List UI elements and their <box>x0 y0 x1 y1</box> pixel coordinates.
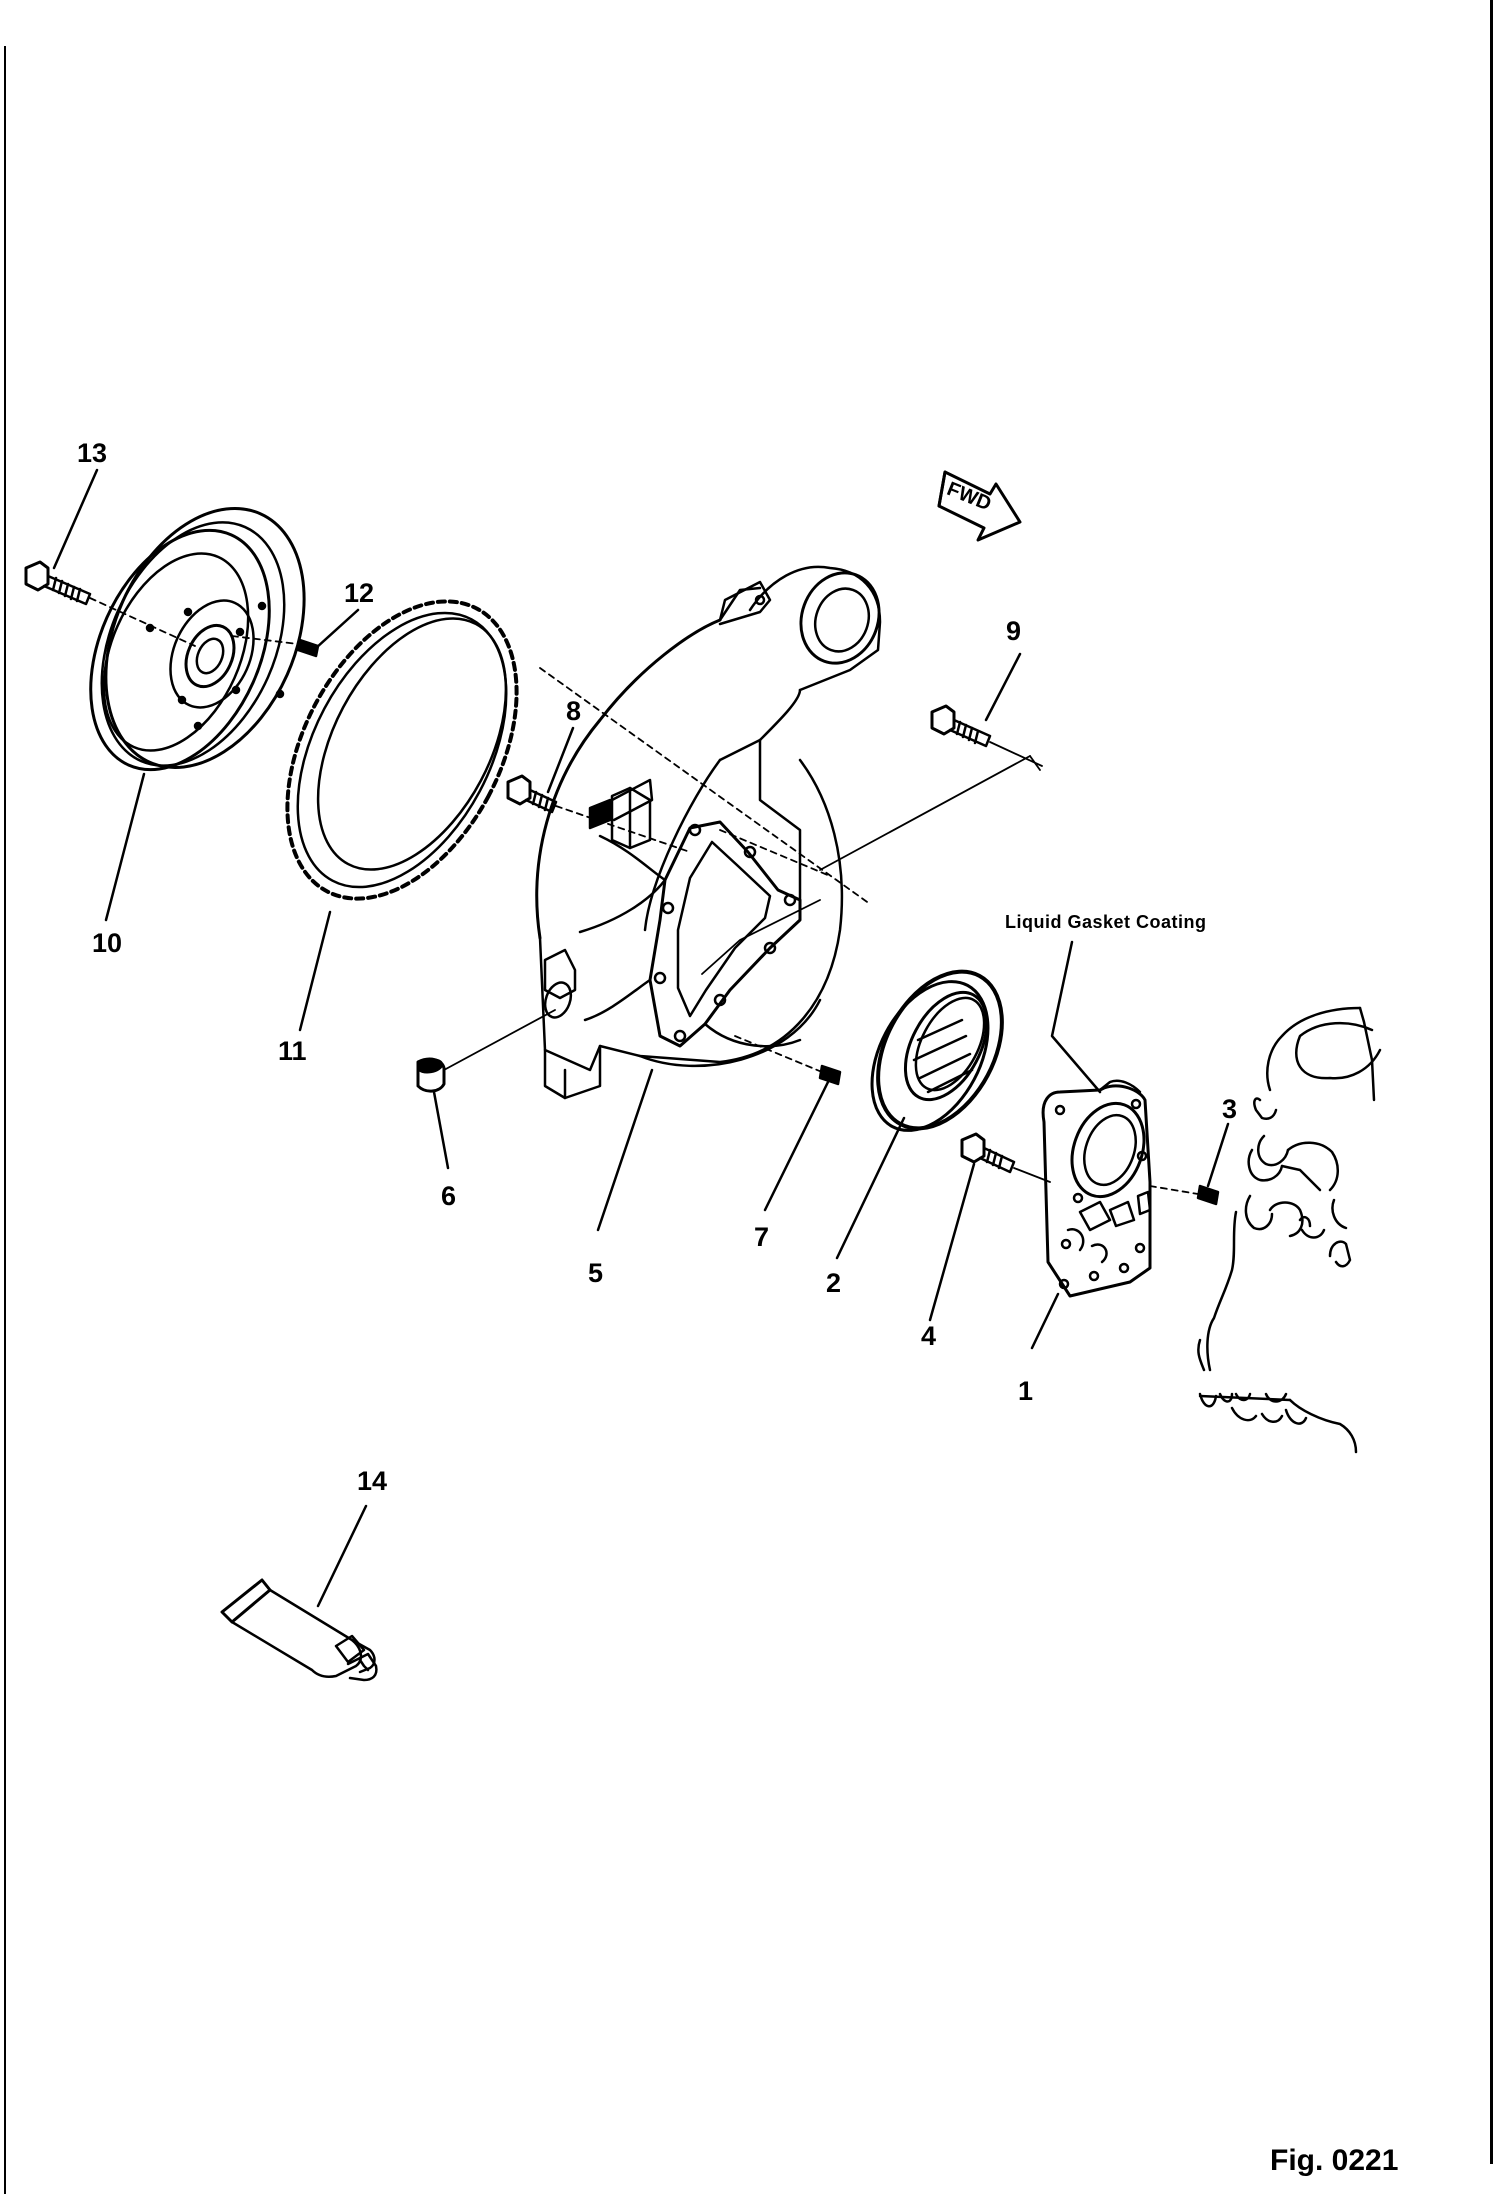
leader-5 <box>596 1068 654 1232</box>
leader-7 <box>763 1080 830 1212</box>
border-right <box>1490 0 1493 2164</box>
leader-4 <box>928 1162 976 1322</box>
leader-1 <box>1030 1292 1060 1350</box>
ring-gear-11 <box>285 599 519 901</box>
callout-14: 14 <box>357 1466 388 1496</box>
flywheel-housing-5 <box>535 565 1041 1100</box>
flywheel-10 <box>89 506 306 772</box>
liquid-gasket-note: Liquid Gasket Coating <box>1005 912 1207 932</box>
callout-10: 10 <box>92 928 123 958</box>
engine-block <box>1197 1006 1382 1454</box>
leader-14 <box>316 1504 368 1608</box>
leader-8 <box>546 726 575 794</box>
dowel-pin-3 <box>1149 1184 1220 1206</box>
leader-note <box>1050 940 1102 1094</box>
fwd-arrow-icon <box>937 470 1022 542</box>
border-left <box>4 46 6 2194</box>
leader-9 <box>984 652 1022 722</box>
leader-13 <box>52 468 99 570</box>
callout-13: 13 <box>77 438 108 468</box>
leader-2 <box>835 1116 906 1260</box>
callout-2: 2 <box>826 1268 842 1298</box>
dowel-pin-12 <box>231 635 320 658</box>
callout-12: 12 <box>344 578 375 608</box>
callout-1: 1 <box>1018 1376 1034 1406</box>
callout-8: 8 <box>566 696 582 726</box>
figure-label: Fig. 0221 <box>1270 2144 1399 2177</box>
callout-3: 3 <box>1222 1094 1238 1124</box>
dowel-pin-7 <box>734 1035 842 1086</box>
bolt-9 <box>930 704 1043 767</box>
plug-6 <box>416 1009 556 1093</box>
leader-11 <box>298 910 332 1032</box>
oil-seal-2 <box>870 969 1004 1132</box>
leader-3 <box>1206 1122 1230 1188</box>
leader-12 <box>314 608 360 650</box>
callout-6: 6 <box>441 1181 457 1211</box>
leader-10 <box>104 772 146 922</box>
bolt-8 <box>506 774 691 853</box>
callout-4: 4 <box>921 1321 937 1351</box>
callout-11: 11 <box>278 1036 307 1066</box>
leader-6 <box>432 1090 450 1170</box>
callout-7: 7 <box>754 1222 770 1252</box>
plate-1 <box>1041 1079 1152 1298</box>
bolt-13 <box>24 560 196 647</box>
callout-5: 5 <box>588 1258 604 1288</box>
gasket-tube-14 <box>220 1578 378 1682</box>
bolt-4 <box>960 1132 1051 1183</box>
callout-9: 9 <box>1006 616 1022 646</box>
